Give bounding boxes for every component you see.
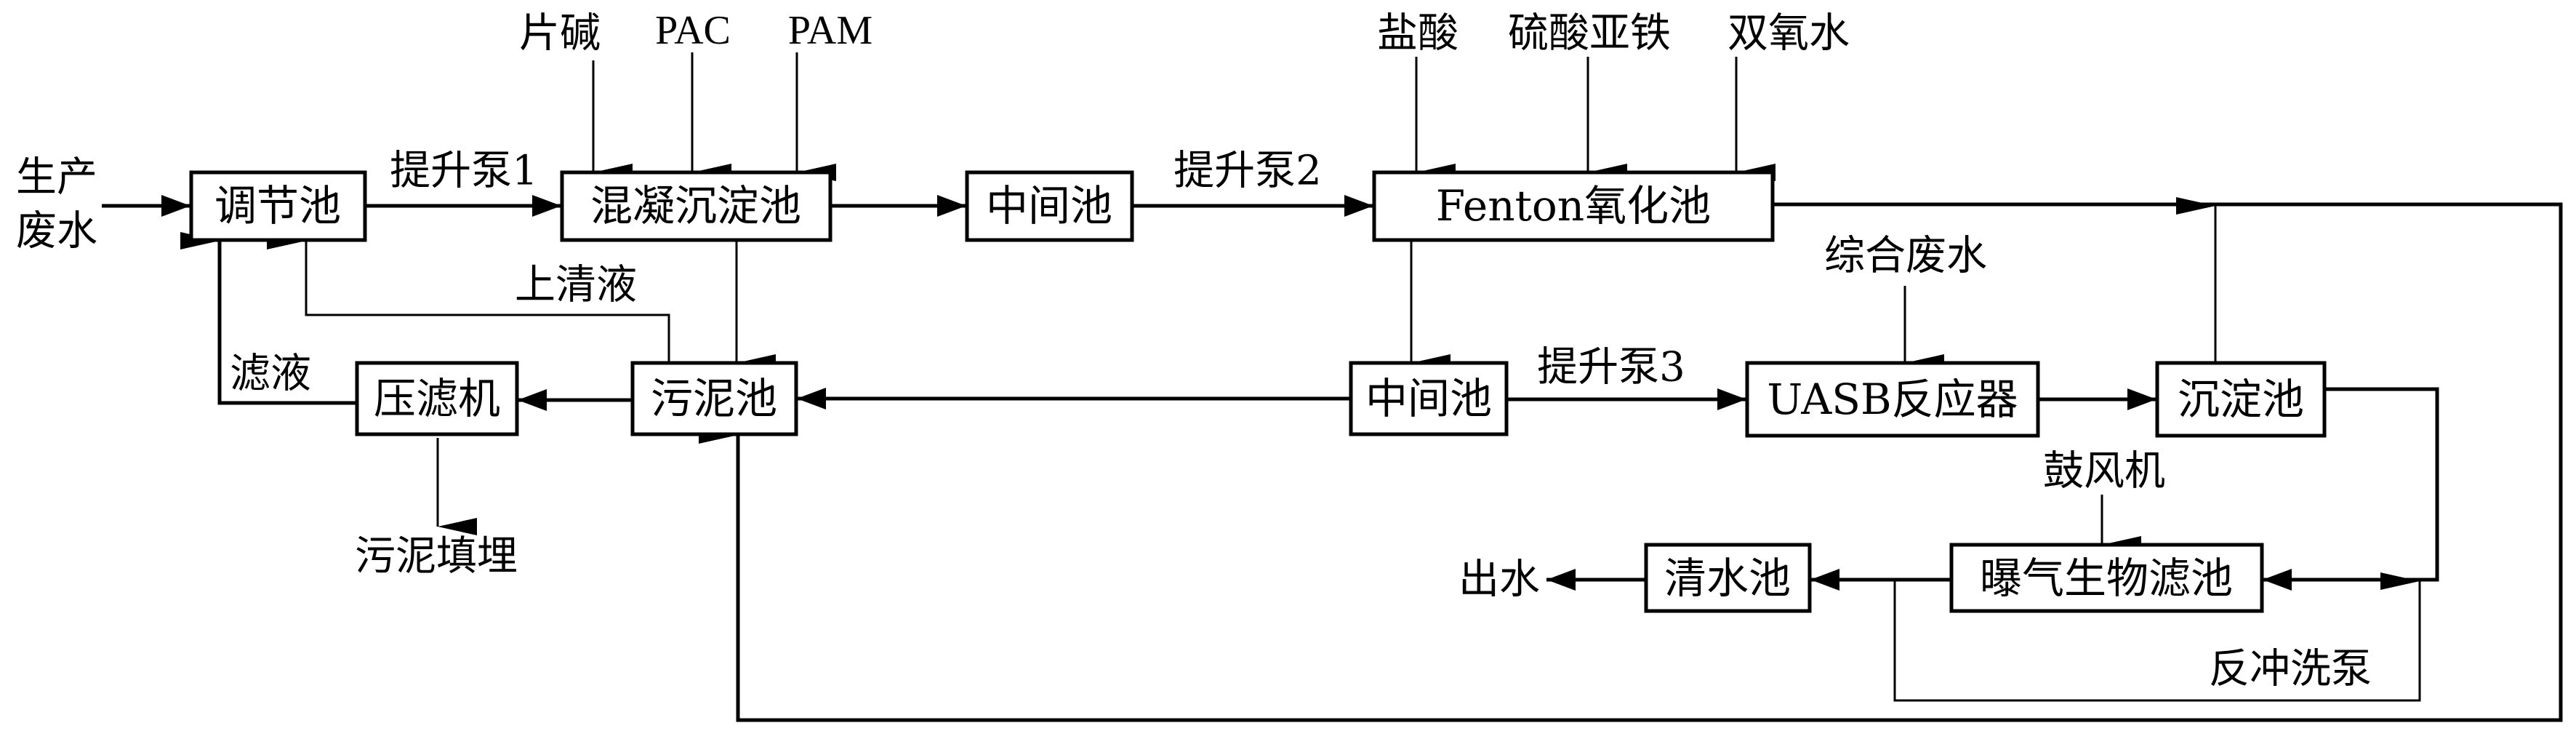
unit-coag-sed-tank-label: 混凝沉淀池	[590, 181, 801, 231]
unit-baf-tank[interactable]: 曝气生物滤池	[1949, 543, 2264, 613]
unit-sludge-tank[interactable]: 污泥池	[630, 361, 798, 436]
unit-sludge-tank-label: 污泥池	[651, 374, 777, 423]
input-caustic-soda: 片碱	[519, 10, 601, 57]
flow-supernatant-to-equalization	[267, 232, 670, 363]
label-lift-pump-1: 提升泵1	[390, 148, 538, 195]
label-filtrate: 滤液	[230, 351, 311, 398]
label-backwash-pump: 反冲洗泵	[2209, 646, 2372, 693]
input-hydrogen-peroxide: 双氧水	[1728, 10, 1850, 57]
input-combined-wastewater: 综合废水	[1824, 233, 1987, 280]
input-production-wastewater-line2: 废水	[16, 208, 97, 255]
unit-clear-water-tank-label: 清水池	[1664, 554, 1791, 603]
unit-equalization-tank-label: 调节池	[214, 181, 341, 231]
input-hydrochloric-acid: 盐酸	[1377, 10, 1458, 57]
label-sludge-landfill: 污泥填埋	[355, 533, 518, 580]
flow-fenton-sludge-return	[699, 202, 2563, 722]
label-lift-pump-2: 提升泵2	[1173, 148, 1322, 195]
unit-equalization-tank[interactable]: 调节池	[189, 170, 367, 242]
input-ferrous-sulfate: 硫酸亚铁	[1508, 10, 1671, 57]
unit-clear-water-tank[interactable]: 清水池	[1644, 543, 1812, 613]
input-pam: PAM	[788, 8, 872, 53]
unit-fenton-tank[interactable]: Fenton氧化池	[1372, 170, 1775, 242]
unit-intermediate-tank-2[interactable]: 中间池	[1349, 361, 1509, 436]
label-supernatant: 上清液	[515, 262, 637, 309]
unit-fenton-tank-label: Fenton氧化池	[1436, 181, 1711, 231]
label-effluent: 出水	[1458, 556, 1540, 604]
input-pac: PAC	[655, 8, 731, 53]
input-blower: 鼓风机	[2043, 448, 2165, 495]
unit-filter-press[interactable]: 压滤机	[355, 361, 519, 436]
unit-baf-tank-label: 曝气生物滤池	[1980, 554, 2233, 603]
unit-filter-press-label: 压滤机	[374, 374, 500, 423]
unit-sedimentation-tank[interactable]: 沉淀池	[2155, 361, 2327, 438]
unit-intermediate-tank-1-label: 中间池	[986, 181, 1112, 231]
unit-intermediate-tank-1[interactable]: 中间池	[965, 170, 1134, 242]
label-lift-pump-3: 提升泵3	[1537, 344, 1685, 391]
unit-sedimentation-tank-label: 沉淀池	[2178, 375, 2304, 424]
unit-intermediate-tank-2-label: 中间池	[1365, 374, 1492, 423]
flow-sedimentation-to-baf	[2263, 387, 2439, 591]
unit-coag-sed-tank[interactable]: 混凝沉淀池	[560, 170, 832, 242]
unit-uasb-reactor[interactable]: UASB反应器	[1745, 361, 2040, 438]
flow-backwash-loop	[1893, 572, 2421, 702]
flow-filtrate-to-equalization	[180, 232, 357, 405]
unit-uasb-reactor-label: UASB反应器	[1767, 375, 2018, 424]
input-production-wastewater-line1: 生产	[16, 154, 97, 201]
